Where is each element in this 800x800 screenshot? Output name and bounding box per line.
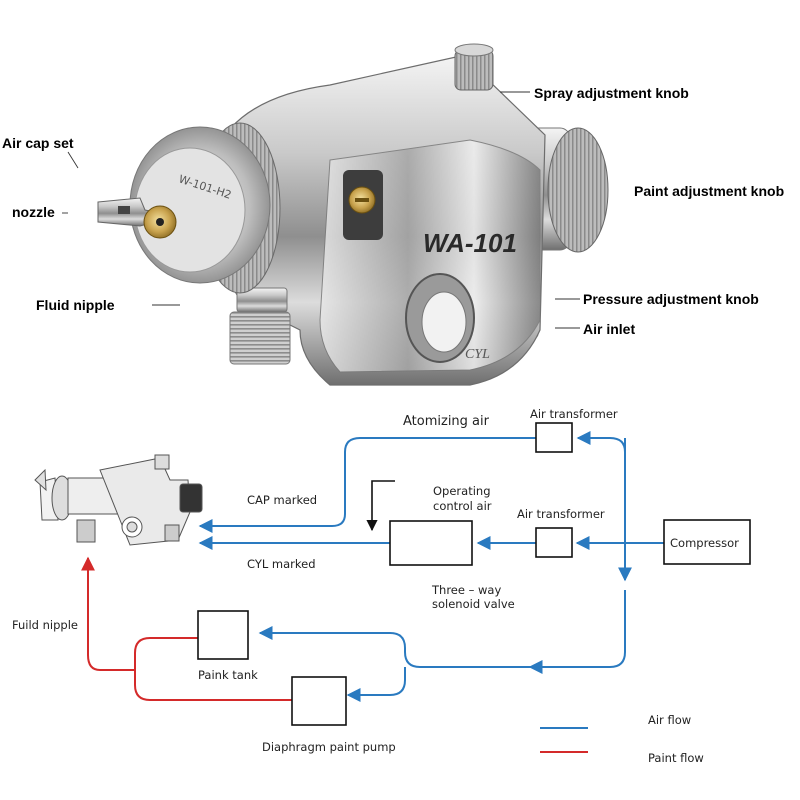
air-cap-set-part: W-101-H2	[97, 122, 281, 294]
gun-icon	[34, 454, 203, 546]
paint-pump-label: Diaphragm paint pump	[262, 740, 396, 754]
compressor-label: Compressor	[670, 536, 739, 550]
solenoid-valve-line2: solenoid valve	[432, 597, 515, 611]
paint-tank-box	[197, 610, 249, 660]
paint-pump-box	[291, 676, 347, 726]
solenoid-valve-box	[389, 520, 473, 566]
operating-control-air-line2: control air	[433, 499, 492, 513]
compressor-box	[663, 519, 751, 565]
air-transformer-mid-label: Air transformer	[517, 507, 605, 521]
callout-pressure-adjustment-knob: Pressure adjustment knob	[583, 291, 759, 307]
paint-tank-label: Paink tank	[198, 668, 258, 682]
air-transformer-top-label: Air transformer	[530, 407, 618, 421]
air-transformer-mid-box	[535, 527, 573, 558]
gun-body	[214, 54, 546, 386]
callout-paint-adjustment-knob: Paint adjustment knob	[634, 183, 784, 199]
callout-air-inlet: Air inlet	[583, 321, 635, 337]
callout-air-cap-set: Air cap set	[2, 135, 74, 151]
spray-gun-photo: W-101-H2 WA-101 CYL	[97, 43, 609, 386]
operating-control-air-line1: Operating	[433, 484, 491, 498]
atomizing-air-label: Atomizing air	[403, 414, 490, 429]
air-transformer-top-box	[535, 422, 573, 453]
solenoid-valve-line1: Three – way	[431, 583, 501, 597]
fluid-nipple-part	[229, 287, 291, 365]
legend: Air flow Paint flow	[540, 713, 704, 765]
legend-air-label: Air flow	[648, 713, 691, 727]
model-label: WA-101	[423, 228, 517, 258]
cyl-marked-label: CYL marked	[247, 557, 316, 571]
callout-leaders	[62, 91, 580, 329]
spray-adjustment-knob-part	[454, 43, 494, 91]
paint-flow-lines	[81, 556, 292, 701]
callout-nozzle: nozzle	[12, 204, 55, 220]
operating-control-arrow	[366, 480, 395, 532]
legend-paint-label: Paint flow	[648, 751, 704, 765]
air-flow-lines	[198, 431, 664, 702]
callout-fluid-nipple: Fluid nipple	[36, 297, 115, 313]
fluid-nipple-label: Fuild nipple	[12, 618, 78, 632]
cap-marked-label: CAP marked	[247, 493, 317, 507]
callout-spray-adjustment-knob: Spray adjustment knob	[534, 85, 689, 101]
body-engraving: CYL	[465, 347, 490, 362]
